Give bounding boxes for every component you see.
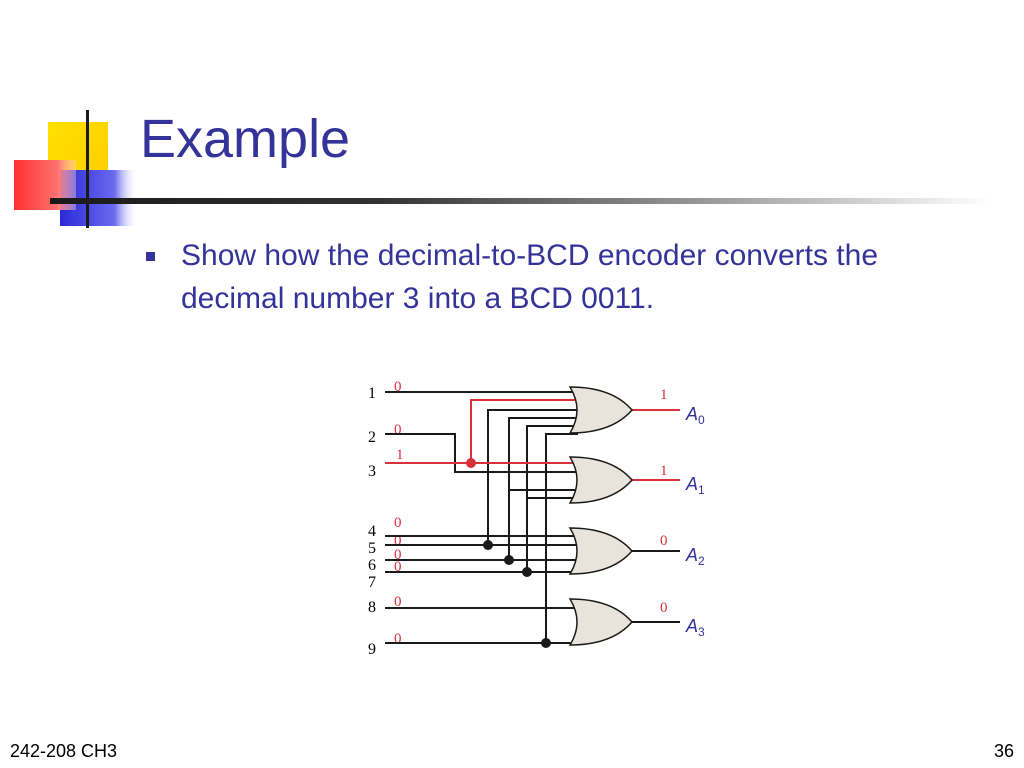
- output-value-a3: 0: [660, 600, 668, 616]
- output-label-a1: A1: [685, 474, 705, 497]
- input-label-6: 6: [368, 557, 376, 574]
- input-label-1: 1: [368, 385, 376, 402]
- input-value-2: 0: [394, 422, 402, 438]
- bullet-marker: [146, 252, 155, 261]
- input-value-7: 0: [394, 559, 402, 575]
- or-gate-a0: [568, 386, 633, 434]
- input-label-7: 7: [368, 574, 376, 591]
- input-value-8: 0: [394, 594, 402, 610]
- bullet-text: Show how the decimal-to-BCD encoder conv…: [181, 239, 879, 315]
- or-gate-a3: [568, 598, 633, 646]
- output-label-a0: A0: [685, 404, 705, 427]
- input-value-6: 0: [394, 547, 402, 563]
- slide-title: Example: [140, 109, 351, 169]
- active-junction-dot: [466, 458, 476, 468]
- output-value-a0: 1: [660, 387, 668, 403]
- input-label-4: 4: [368, 523, 376, 540]
- output-value-a2: 0: [660, 533, 668, 549]
- or-gates: [568, 386, 633, 646]
- output-label-a2: A2: [685, 545, 705, 568]
- or-gate-a1: [568, 456, 633, 504]
- input-value-1: 0: [394, 379, 402, 395]
- active-signal-path: [385, 399, 680, 481]
- input-label-3: 3: [368, 463, 376, 480]
- output-value-a1: 1: [660, 463, 668, 479]
- footer-course-code: 242-208 CH3: [10, 741, 118, 761]
- decorative-squares-logo: [14, 110, 138, 228]
- junction-dots: [483, 540, 551, 648]
- input-value-3: 1: [396, 447, 404, 463]
- input-value-9: 0: [394, 631, 402, 647]
- input-label-5: 5: [368, 540, 376, 557]
- input-label-9: 9: [368, 641, 376, 658]
- decimal-to-bcd-encoder-diagram: 1 2 3 4 5 6 7 8 9 0 0 1 0 0 0 0 0 0: [368, 379, 705, 658]
- title-divider: [50, 198, 990, 204]
- wires: [385, 391, 680, 644]
- input-value-4: 0: [394, 515, 402, 531]
- or-gate-a2: [568, 527, 633, 575]
- input-label-2: 2: [368, 429, 376, 446]
- input-label-8: 8: [368, 599, 376, 616]
- input-value-5: 0: [394, 533, 402, 549]
- output-label-a3: A3: [685, 616, 705, 639]
- page-number: 36: [993, 741, 1014, 761]
